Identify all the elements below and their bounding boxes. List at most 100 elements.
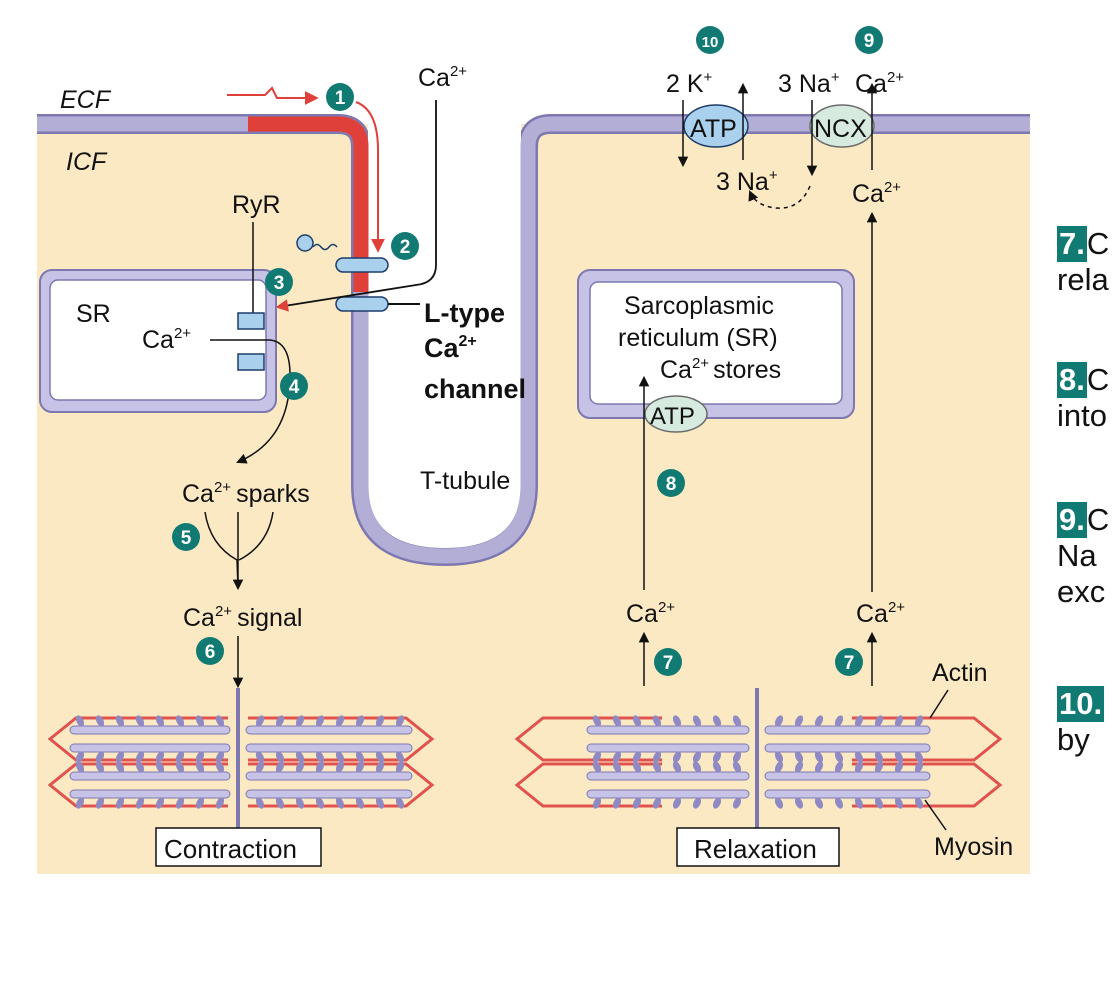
myosin-head (195, 751, 205, 763)
myosin-head (692, 715, 702, 727)
myosin-head (315, 715, 325, 727)
myosin-head (275, 715, 285, 727)
l-type-channel (335, 296, 389, 312)
myosin-head (295, 715, 305, 727)
myosin-head (315, 797, 325, 809)
ryr-receptor-top (237, 312, 265, 330)
myosin-head (115, 761, 125, 773)
side-step-8: 8.C into (1057, 362, 1109, 434)
myosin-head (732, 797, 742, 809)
myosin-head (914, 797, 924, 809)
myosin-filament (69, 771, 231, 781)
myosin-head (355, 715, 365, 727)
side-step-7-text: C (1086, 226, 1110, 261)
myosin-head (175, 715, 185, 727)
ca-relax-right-label: Ca2+ (856, 599, 905, 628)
myosin-head (395, 751, 405, 763)
ca-influx-arrow (275, 100, 437, 312)
myosin-head (672, 751, 682, 763)
actin-filament (852, 762, 1003, 808)
myosin-head (914, 761, 924, 773)
myosin-head (854, 797, 864, 809)
myosin-head (275, 761, 285, 773)
actin-filament (514, 762, 662, 808)
actin-pointer (929, 689, 949, 719)
myosin-head (914, 715, 924, 727)
myosin-filament (764, 789, 931, 799)
sr-ca-label: Ca2+ (142, 325, 191, 354)
k-label: 2 K+ (666, 69, 713, 98)
contraction-caption: Contraction (164, 834, 297, 864)
step-number: 2 (400, 237, 411, 258)
myosin-head (255, 751, 265, 763)
ecf-label: ECF (60, 86, 112, 114)
myosin-head (592, 715, 602, 727)
step-marker-3: 3 (265, 268, 293, 296)
myosin-filament (586, 789, 750, 799)
myosin-head (375, 797, 385, 809)
actin-label: Actin (932, 659, 988, 687)
myosin-head (195, 797, 205, 809)
myosin-head (195, 715, 205, 727)
myosin-head (295, 761, 305, 773)
side-step-8-cont: into (1057, 398, 1107, 433)
myosin-head (834, 751, 844, 763)
channel-gate-tether (312, 243, 338, 251)
myosin-head (794, 751, 804, 763)
side-step-9-number: 9. (1057, 502, 1087, 538)
na-recycle-arrow (748, 185, 811, 209)
actin-filament (47, 716, 228, 762)
myosin-head (652, 797, 662, 809)
serca-pump (644, 395, 708, 433)
myosin-head (854, 751, 864, 763)
side-step-7-number: 7. (1057, 226, 1087, 262)
side-step-10-number: 10. (1057, 686, 1105, 722)
ca-sparks-label: Ca2+sparks (182, 479, 310, 508)
myosin-head (375, 751, 385, 763)
myosin-head (712, 751, 722, 763)
step-number: 9 (864, 31, 875, 52)
step-circle (265, 268, 293, 296)
myosin-head (295, 751, 305, 763)
serca-atp-label: ATP (650, 403, 695, 430)
myosin-head (155, 751, 165, 763)
sr-box-line3: Ca2+stores (660, 355, 781, 384)
side-step-7: 7.C rela (1057, 226, 1109, 298)
step-marker-6: 6 (196, 637, 224, 665)
myosin-head (115, 715, 125, 727)
side-step-8-number: 8. (1057, 362, 1087, 398)
myosin-head (315, 751, 325, 763)
step-marker-2: 2 (391, 232, 419, 260)
step-marker-4: 4 (280, 372, 308, 400)
myosin-head (632, 715, 642, 727)
step-circle (196, 637, 224, 665)
myosin-head (794, 761, 804, 773)
step-number: 5 (181, 528, 192, 549)
myosin-head (395, 715, 405, 727)
myosin-head (195, 761, 205, 773)
side-step-9-text: C (1086, 502, 1110, 537)
na-bottom-label: 3 Na+ (716, 167, 778, 196)
myosin-head (874, 715, 884, 727)
myosin-head (95, 761, 105, 773)
myosin-filament (69, 743, 231, 753)
myosin-head (255, 797, 265, 809)
step-circle (657, 469, 685, 497)
ncx-label: NCX (814, 115, 867, 143)
step-number: 3 (274, 273, 285, 294)
myosin-head (155, 715, 165, 727)
myosin-head (652, 715, 662, 727)
myosin-head (774, 715, 784, 727)
myosin-head (834, 715, 844, 727)
step-number: 7 (663, 653, 674, 674)
step-marker-1: 1 (326, 83, 354, 111)
myosin-filament (586, 771, 750, 781)
myosin-head (874, 797, 884, 809)
actin-filament (514, 716, 662, 762)
step-circle (391, 232, 419, 260)
myosin-head (75, 797, 85, 809)
myosin-head (692, 751, 702, 763)
ryr-label: RyR (232, 191, 281, 219)
step-circle (696, 26, 724, 54)
